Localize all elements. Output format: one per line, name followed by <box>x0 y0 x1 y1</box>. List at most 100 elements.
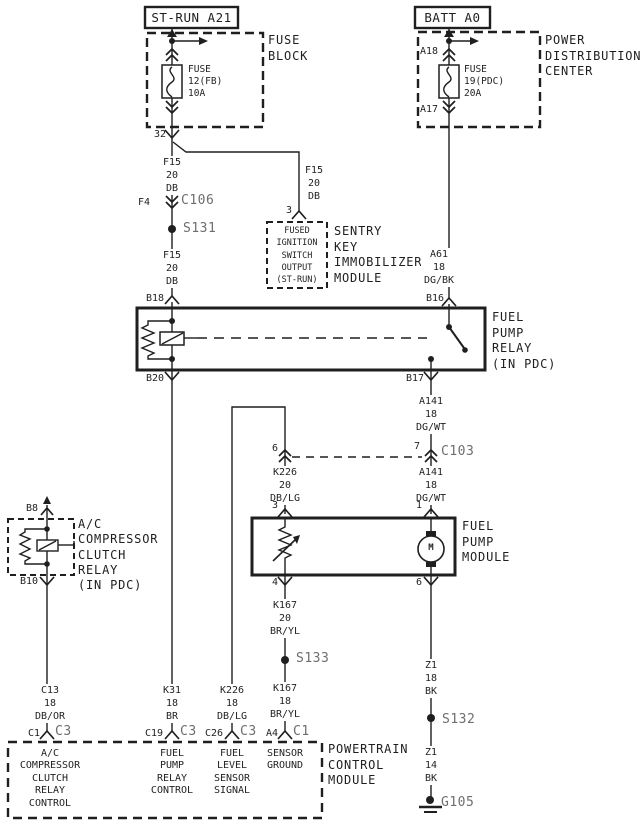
up-arrow-icon <box>167 29 177 37</box>
pcm-function-fuel-pump-relay-control: FUEL PUMP RELAY CONTROL <box>150 748 194 797</box>
fuel-pump-relay-label: FUEL PUMP RELAY (IN PDC) <box>492 310 557 371</box>
splice-s131-dot <box>168 225 176 233</box>
up-arrow-icon <box>444 29 454 37</box>
pcm-pin-c19-label: C19 <box>144 728 163 739</box>
fuse-block-section <box>143 5 265 141</box>
relay-box <box>135 306 487 372</box>
connector-c106-chevrons <box>165 195 179 210</box>
sentry-box <box>266 221 328 289</box>
wire-k167-label-2: K167 18 BR/YL <box>263 682 307 721</box>
wire-z1-label-1: Z1 18 BK <box>413 659 449 698</box>
sentry-module-label: SENTRY KEY IMMOBILIZER MODULE <box>334 224 423 285</box>
batt-source-box <box>413 5 492 30</box>
relay-switch-blade <box>448 326 465 349</box>
pin-c19-chevron <box>164 729 180 740</box>
wire-k226-label-1: K226 20 DB/LG <box>263 466 307 505</box>
pin-b8-chevron <box>40 506 54 516</box>
module-pin1-label: 1 <box>415 500 422 511</box>
c103-pin6-label: 6 <box>271 443 278 454</box>
ground-g105-label: G105 <box>441 795 475 810</box>
variable-arrow-icon <box>293 535 300 544</box>
wire-a141-label-2: A141 18 DG/WT <box>411 466 451 505</box>
up-arrow-icon <box>43 496 51 504</box>
pin-b18-chevron <box>164 294 180 305</box>
pcm-function-ac-relay-control: A/C COMPRESSOR CLUTCH RELAY CONTROL <box>19 748 81 809</box>
k226-wire <box>224 406 293 740</box>
wire-k31-label: K31 18 BR <box>152 684 192 723</box>
pcm-pin-a4-label: A4 <box>265 728 278 739</box>
pin-32-label: 32 <box>153 129 166 140</box>
wire-k226-label-2: K226 18 DB/LG <box>210 684 254 723</box>
fuel-level-sensor-resistor <box>277 518 293 575</box>
pin-a18-chevrons <box>442 47 456 62</box>
ac-relay-symbol <box>7 496 75 740</box>
fuse-12-label: FUSE 12(FB) 10A <box>188 64 223 100</box>
splice-s132-label: S132 <box>442 712 476 727</box>
sentry-box-text: FUSED IGNITION SWITCH OUTPUT (ST-RUN) <box>276 226 318 286</box>
pin-a4-chevron <box>277 729 293 740</box>
connector-chevrons-down <box>165 100 179 115</box>
ac-relay-resistor <box>18 528 47 565</box>
wire-c13-label: C13 18 DB/OR <box>30 684 70 723</box>
fuel-pump-relay-symbol <box>135 306 487 382</box>
pin-c26-chevron <box>224 729 240 740</box>
f15-branch <box>172 141 328 289</box>
st-run-source-box <box>143 5 240 30</box>
pdc-box <box>416 30 542 129</box>
pcm-pin-c26-label: C26 <box>204 728 223 739</box>
connector-c103-pin7-chevrons <box>424 448 438 463</box>
relay-resistor <box>140 320 172 360</box>
wire-f15-label-1: F15 20 DB <box>152 156 192 195</box>
splice-s131-label: S131 <box>183 221 217 236</box>
module-pin1-chevron <box>423 507 439 518</box>
sentry-pin-label: 3 <box>285 205 292 216</box>
pin-b10-label: B10 <box>19 576 38 587</box>
pin-a18-label: A18 <box>419 46 438 57</box>
pin-c1-chevron <box>39 729 55 740</box>
pin-b16-chevron <box>441 296 457 307</box>
pcm-function-fuel-level-sensor-signal: FUEL LEVEL SENSOR SIGNAL <box>213 748 251 797</box>
batt-source-label: BATT A0 <box>424 10 481 25</box>
pin-b16-label: B16 <box>425 293 444 304</box>
ac-relay-label: A/C COMPRESSOR CLUTCH RELAY (IN PDC) <box>78 517 159 593</box>
connector-c106-label: C106 <box>181 193 215 208</box>
fuse-19-label: FUSE 19(PDC) 20A <box>464 64 505 100</box>
pdc-section <box>413 5 542 309</box>
wire-a61-label: A61 18 DG/BK <box>421 248 457 287</box>
module-pin6-label: 6 <box>415 577 422 588</box>
pcm-label: POWERTRAIN CONTROL MODULE <box>328 742 409 788</box>
right-arrow-icon <box>199 37 208 45</box>
module-pin4-label: 4 <box>271 577 278 588</box>
pcm-function-sensor-ground: SENSOR GROUND <box>266 748 304 772</box>
pcm-pin-c1-label: C1 <box>27 728 40 739</box>
fuel-pump-module-label: FUEL PUMP MODULE <box>462 519 511 565</box>
pcm-conn-c3-label-2: C3 <box>180 724 197 739</box>
wire-k167-label-1: K167 20 BR/YL <box>263 599 307 638</box>
pin-b20-label: B20 <box>145 373 164 384</box>
wire-a141-label-1: A141 18 DG/WT <box>411 395 451 434</box>
k31-wire <box>164 370 180 740</box>
splice-s133-label: S133 <box>296 651 330 666</box>
splice-s132-dot <box>427 714 435 722</box>
module-pin3-chevron <box>277 507 293 518</box>
pin-b8-label: B8 <box>25 503 38 514</box>
splice-s133-dot <box>281 656 289 664</box>
sentry-pin-chevron <box>291 209 307 220</box>
connector-chevrons-up <box>165 47 179 62</box>
c103-pin7-label: 7 <box>413 441 420 452</box>
pcm-conn-c3-label-1: C3 <box>55 724 72 739</box>
module-box <box>250 516 457 577</box>
pcm-box <box>6 740 324 820</box>
wire-z1-label-2: Z1 14 BK <box>413 746 449 785</box>
module-pin3-label: 3 <box>271 500 278 511</box>
fuse-block-box <box>145 31 265 129</box>
pin-b18-label: B18 <box>145 293 164 304</box>
pin-32-chevron <box>164 129 180 140</box>
pcm-conn-c1-label: C1 <box>293 724 310 739</box>
pin-b17-label: B17 <box>405 373 424 384</box>
connector-c103-label: C103 <box>441 444 475 459</box>
ground-g105-symbol <box>426 796 434 804</box>
pdc-label: POWER DISTRIBUTION CENTER <box>545 33 640 79</box>
